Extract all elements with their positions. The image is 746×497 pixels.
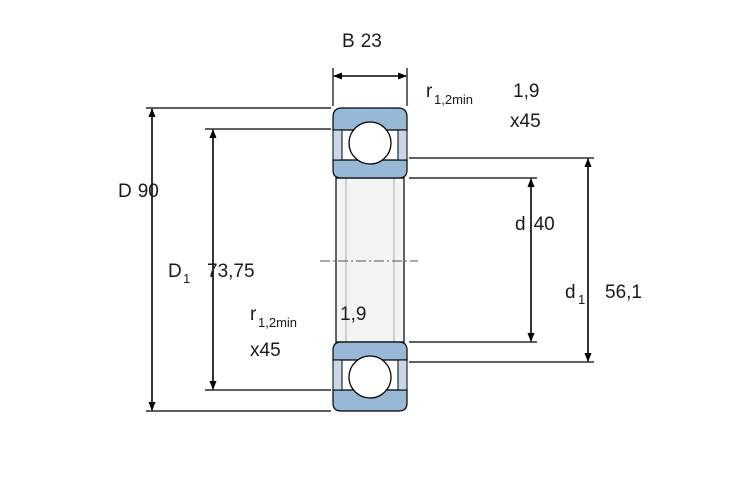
seal-right-bottom xyxy=(397,359,408,391)
svg-text:1: 1 xyxy=(183,271,190,286)
label-d1: d 1 56,1 xyxy=(565,282,642,307)
svg-text:73,75: 73,75 xyxy=(207,261,255,282)
svg-text:x45: x45 xyxy=(510,111,541,132)
bottom-ring-section xyxy=(332,341,408,412)
seal-right-top xyxy=(397,129,408,161)
svg-text:1,9: 1,9 xyxy=(340,304,366,325)
svg-text:D: D xyxy=(168,261,182,282)
ball-bottom xyxy=(348,355,392,399)
label-r-mid: r 1,2min 1,9 x45 xyxy=(250,304,366,361)
svg-text:r: r xyxy=(250,304,257,325)
top-ring-section xyxy=(332,107,408,179)
svg-text:1,2min: 1,2min xyxy=(434,92,473,107)
inner-ring-top xyxy=(332,159,408,179)
dimension-lines xyxy=(148,72,592,411)
svg-text:1,9: 1,9 xyxy=(513,81,539,102)
extension-lines xyxy=(146,68,594,412)
svg-text:56,1: 56,1 xyxy=(605,282,642,303)
svg-text:d: d xyxy=(565,282,576,303)
seal-left-top xyxy=(332,129,343,161)
outer-ring-bottom xyxy=(332,389,408,412)
bore-area xyxy=(335,177,405,343)
label-D1: D 1 73,75 xyxy=(168,261,255,286)
svg-text:1: 1 xyxy=(578,292,585,307)
bearing-section xyxy=(320,107,418,412)
svg-text:r: r xyxy=(426,81,433,102)
svg-text:1,2min: 1,2min xyxy=(258,315,297,330)
ball-top xyxy=(348,121,392,165)
svg-text:x45: x45 xyxy=(250,340,281,361)
label-r-top: r 1,2min 1,9 x45 xyxy=(426,81,541,132)
seal-left-bottom xyxy=(332,359,343,391)
